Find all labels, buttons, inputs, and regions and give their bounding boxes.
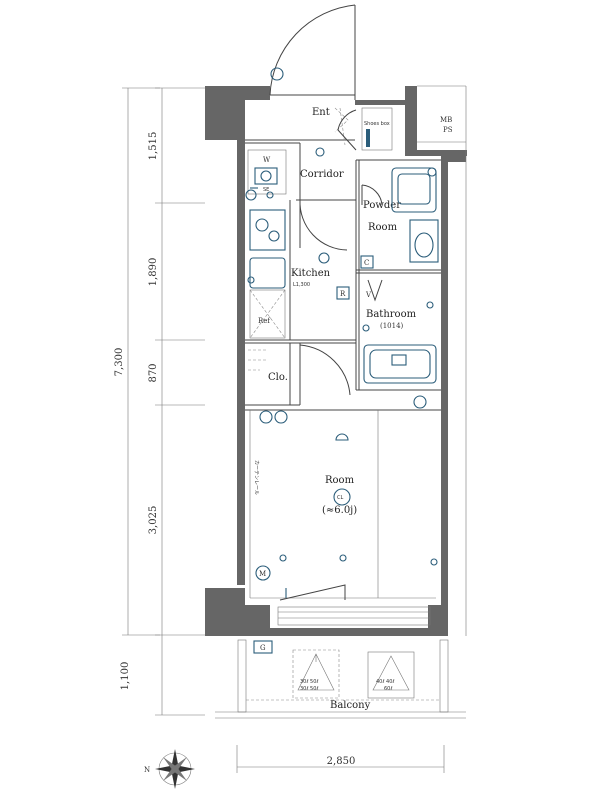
mb-label: MB [440,116,452,124]
bathroom-label: Bathroom [366,309,417,320]
ref-label: Ref [258,317,271,325]
curtain-rail-label: カーテンレール [253,460,259,495]
symbol-cl: CL [337,495,343,501]
outdoor-unit-1-label-b: 30ℓ 50ℓ [300,686,318,692]
closet-label: Clo. [268,372,288,383]
symbol-c: C [364,259,369,267]
outdoor-unit-2 [367,651,415,699]
shoes-box-label: Shoes box [364,121,390,127]
symbol-r: R [340,290,346,298]
symbol-m: M [259,570,266,578]
dimension-segment-3: 870 [148,363,159,382]
kitchen-label: Kitchen [291,268,331,279]
interior-walls [245,139,441,411]
bathtub-icon [363,344,437,384]
outdoor-unit-2-label-b: 60ℓ [384,686,392,692]
dimension-segment-1: 1,515 [148,132,159,161]
symbol-v: V [365,291,372,299]
powder-sink-icon [391,167,437,213]
balcony-label: Balcony [330,700,371,711]
room-window [277,606,431,626]
closet-door [299,344,351,398]
symbol-g: G [260,644,266,652]
washer-tag: SE [263,187,269,193]
outdoor-unit-1-label-a: 30ℓ 50ℓ [300,679,318,685]
powder-room-label-1: Powder [363,200,401,211]
outdoor-unit-1 [292,649,340,699]
entrance-label: Ent [312,107,330,118]
room-label: Room [325,475,355,486]
room-size-label: (≈6.0j) [322,505,357,516]
outdoor-unit-2-label-a: 40ℓ 40ℓ [376,679,394,685]
bathroom-sub-label: (1014) [380,322,404,330]
dimension-width: 2,850 [327,756,356,767]
kitchen-sink-icon [249,257,286,289]
left-dimension-line [122,87,205,716]
compass-north-label: N [144,766,150,774]
ps-label: PS [443,126,453,134]
powder-room-label-2: Room [368,222,398,233]
bottom-dimension-line [236,745,445,773]
dimension-segment-4: 3,025 [148,506,159,535]
kitchen-stove-icon [249,209,286,251]
electrical-symbols [245,67,438,566]
toilet-icon [409,219,439,263]
corridor-door [299,199,348,251]
dimension-balcony-depth: 1,100 [120,662,131,691]
compass-icon [155,749,195,789]
entrance-door [269,4,356,100]
corridor-label: Corridor [300,169,344,180]
dimension-total-height: 7,300 [114,348,125,377]
kitchen-sub-label: L1,300 [293,282,310,288]
dimension-segment-2: 1,890 [148,258,159,287]
balcony [215,639,466,719]
washer-label: W [263,156,271,164]
walls [205,86,467,636]
